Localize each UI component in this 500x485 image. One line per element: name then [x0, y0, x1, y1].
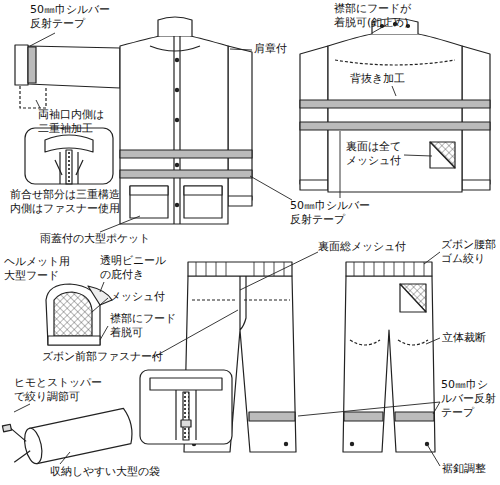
callout-label: 襟部にフードが着脱可(釦止め) — [334, 2, 416, 30]
pocket — [184, 186, 222, 218]
callout-label: 50㎜巾シルバー反射テープ — [290, 199, 378, 227]
callout-label: 背抜き加工 — [350, 72, 420, 86]
callout-label: 透明ビニールの庇付き — [100, 254, 172, 282]
callout-label: ズボン腰部ゴム絞り — [441, 238, 497, 266]
callout-label: 雨蓋付の大型ポケット — [40, 232, 170, 246]
leader-lines — [14, 24, 440, 466]
callout-label: 両袖口内側は二重袖加工 — [38, 108, 110, 136]
reflective-tape — [300, 122, 490, 130]
turned-corner — [430, 142, 455, 168]
double-cuff — [20, 86, 46, 108]
left-sleeve — [28, 46, 120, 88]
back-lining-edge — [335, 60, 455, 65]
closure-detail — [25, 128, 113, 184]
right-sleeve — [462, 46, 490, 184]
waistband — [188, 262, 292, 276]
callout-label: 裏面は全てメッシュ付 — [346, 140, 404, 168]
fly — [240, 276, 246, 330]
shoulder-line — [150, 46, 200, 51]
callout-label: 50㎜巾シルバー反射テープ — [441, 378, 497, 420]
pocket-flap — [184, 186, 222, 195]
callout-label: 肩章付 — [254, 42, 294, 56]
jacket-body — [328, 34, 462, 192]
waistband — [346, 262, 432, 276]
reflective-tape — [300, 100, 490, 108]
callout-label: ヘルメット用大型フード — [4, 255, 76, 283]
pants-body — [343, 276, 435, 452]
3d-cut-seam — [350, 340, 428, 345]
callout-label: メッシュ付 — [110, 290, 170, 304]
zipper-detail — [140, 370, 232, 444]
reflective-tape — [120, 150, 252, 158]
callout-label: 裏面総メッシュ付 — [318, 240, 418, 254]
callout-label: 収納しやすい大型の袋 — [50, 465, 180, 479]
sleeve-cuff — [15, 45, 28, 85]
buttons — [175, 58, 178, 206]
callout-label: 立体裁断 — [442, 331, 492, 345]
placket — [173, 36, 174, 224]
callout-label: ズボン前部ファスナー付 — [42, 350, 164, 364]
mesh-lining — [430, 142, 455, 168]
jacket-back — [300, 19, 490, 193]
jacket-body — [120, 36, 228, 224]
collar — [158, 17, 192, 36]
left-sleeve — [300, 46, 328, 184]
pocket — [130, 186, 168, 218]
pocket-flap — [130, 186, 168, 195]
pants-back — [343, 262, 435, 452]
placket — [179, 36, 180, 224]
callout-label: 前合せ部分は三重構造内側はファスナー使用 — [10, 188, 122, 216]
reflective-tape — [120, 170, 252, 178]
callout-label: 裾釦調整 — [442, 462, 492, 476]
storage-bag — [2, 400, 134, 469]
hood — [46, 284, 112, 345]
callout-label: 襟部にフード着脱可 — [110, 312, 182, 340]
callout-label: 50㎜巾シルバー反射テープ — [30, 3, 114, 31]
sleeve-cuff — [228, 196, 252, 206]
callout-label: ヒモとストッパーで絞り調節可 — [14, 376, 112, 404]
sleeve-tape — [28, 47, 36, 83]
